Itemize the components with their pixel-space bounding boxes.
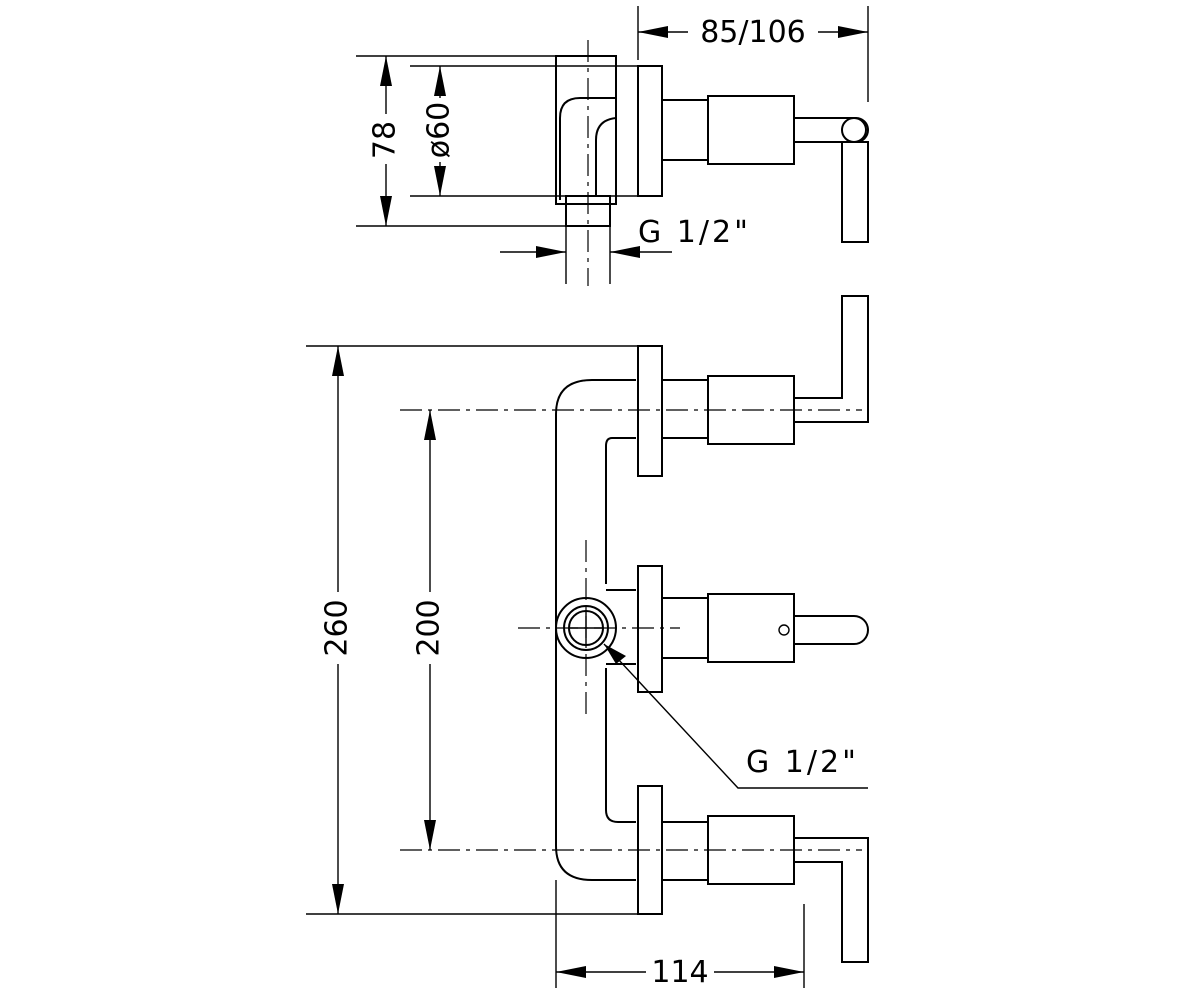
side-cylinder [707, 95, 795, 165]
dim-200-label: 200 [412, 599, 447, 656]
dim-78-label: 78 [368, 121, 403, 159]
dim-114-arrow-right [774, 966, 804, 978]
manifold-pipe-outer [555, 379, 636, 881]
dim-thread-arrow-left [536, 246, 566, 258]
dim-85-arrow-left [638, 26, 668, 38]
dim-114-arrow-left [556, 966, 586, 978]
side-lever-arm [794, 117, 869, 143]
dim-60-arrow-bottom [434, 166, 446, 196]
top-valve-lever [794, 295, 869, 423]
outlet-leader-line [603, 643, 868, 789]
outlet-leader-arrow [604, 644, 626, 664]
thread-top-label: G 1/2" [638, 215, 751, 250]
dim-85-arrow-right [838, 26, 868, 38]
dim-114-label: 114 [651, 955, 708, 990]
dim-260-arrow-bottom [332, 884, 344, 914]
side-shaft [661, 99, 709, 161]
dim-thread-arrow-right [610, 246, 640, 258]
dim-78-arrow-bottom [380, 196, 392, 226]
dim-60-arrow-top [434, 66, 446, 96]
dim-200-arrow-bottom [424, 820, 436, 850]
middle-valve-lever [794, 615, 869, 645]
top-valve-flange [637, 345, 663, 477]
middle-valve-flange [637, 565, 663, 693]
middle-valve-shaft [661, 597, 709, 659]
side-body-block [555, 55, 617, 205]
side-view: 85/106 78 ø60 G 1/2" [356, 6, 869, 286]
middle-valve-cylinder [707, 593, 795, 663]
dim-78-arrow-top [380, 56, 392, 86]
side-elbow-inner [595, 117, 617, 196]
bottom-valve-shaft [661, 821, 709, 881]
dim-60-label: ø60 [422, 102, 457, 159]
thread-outlet-label: G 1/2" [746, 745, 859, 780]
manifold-pipe-inner-bottom [605, 668, 636, 823]
top-valve-shaft [661, 379, 709, 439]
dim-200-arrow-top [424, 410, 436, 440]
dim-260-label: 260 [320, 599, 355, 656]
side-lever-handle [841, 141, 869, 243]
middle-valve-indicator-dot [778, 624, 790, 636]
side-lever-pivot [841, 117, 867, 143]
side-elbow [559, 97, 616, 200]
dim-85-106-label: 85/106 [700, 15, 806, 50]
side-flange [637, 65, 663, 197]
bottom-valve-lever [794, 837, 869, 963]
manifold-pipe-inner-top [605, 437, 636, 584]
dim-260-arrow-top [332, 346, 344, 376]
front-view: 260 200 114 G 1/2" [306, 295, 869, 990]
